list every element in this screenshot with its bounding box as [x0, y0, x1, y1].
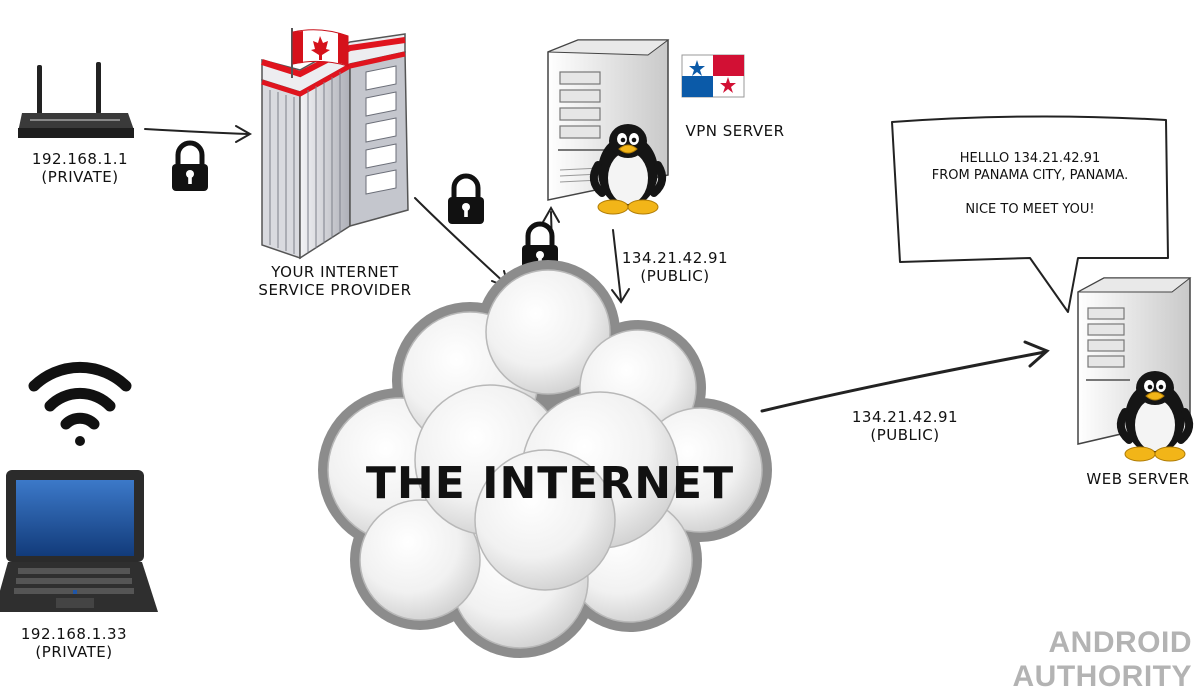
- watermark: ANDROID AUTHORITY: [1012, 626, 1192, 693]
- canada-flag: [291, 28, 349, 78]
- speech-line3: NICE TO MEET YOU!: [965, 202, 1095, 217]
- web-server-label: WEB SERVER: [1086, 470, 1190, 488]
- vpn-ip: 134.21.42.91: [621, 249, 729, 267]
- speech-text: HELLLO 134.21.42.91 FROM PANAMA CITY, PA…: [905, 150, 1155, 218]
- wifi-icon: [28, 361, 132, 446]
- speech-line1: HELLLO 134.21.42.91: [959, 151, 1101, 166]
- isp-label: YOUR INTERNET SERVICE PROVIDER: [240, 263, 430, 299]
- vpn-ip-label: 134.21.42.91 (PUBLIC): [620, 249, 730, 285]
- speech-line2: FROM PANAMA CITY, PANAMA.: [931, 168, 1129, 183]
- internet-label: THE INTERNET: [365, 458, 735, 509]
- internet-ip-type: (PUBLIC): [870, 426, 940, 444]
- isp-line2: SERVICE PROVIDER: [258, 281, 412, 299]
- router-icon: [18, 62, 134, 138]
- diagram-canvas: [0, 28, 1200, 658]
- laptop-ip: 192.168.1.33: [20, 625, 128, 643]
- padlock-icon: [448, 176, 484, 224]
- laptop-type: (PRIVATE): [35, 643, 113, 661]
- speech-bubble: [891, 115, 1169, 313]
- router-ip: 192.168.1.1: [31, 150, 129, 168]
- internet-ip: 134.21.42.91: [851, 408, 959, 426]
- cloud-icon: [318, 260, 772, 658]
- padlock-icon: [172, 143, 208, 191]
- internet-to-webserver-arrow: [760, 340, 1050, 413]
- router-type: (PRIVATE): [41, 168, 119, 186]
- router-to-isp-arrow: [144, 125, 253, 143]
- vpn-server-label: VPN SERVER: [685, 122, 785, 140]
- isp-line1: YOUR INTERNET: [271, 263, 399, 281]
- laptop-label: 192.168.1.33 (PRIVATE): [14, 625, 134, 661]
- router-label: 192.168.1.1 (PRIVATE): [20, 150, 140, 186]
- vpn-to-internet-arrow: [611, 229, 630, 304]
- vpn-ip-type: (PUBLIC): [640, 267, 710, 285]
- internet-ip-label: 134.21.42.91 (PUBLIC): [850, 408, 960, 444]
- laptop-icon: [0, 470, 158, 612]
- building-icon: [261, 33, 409, 260]
- panama-flag: [681, 54, 745, 98]
